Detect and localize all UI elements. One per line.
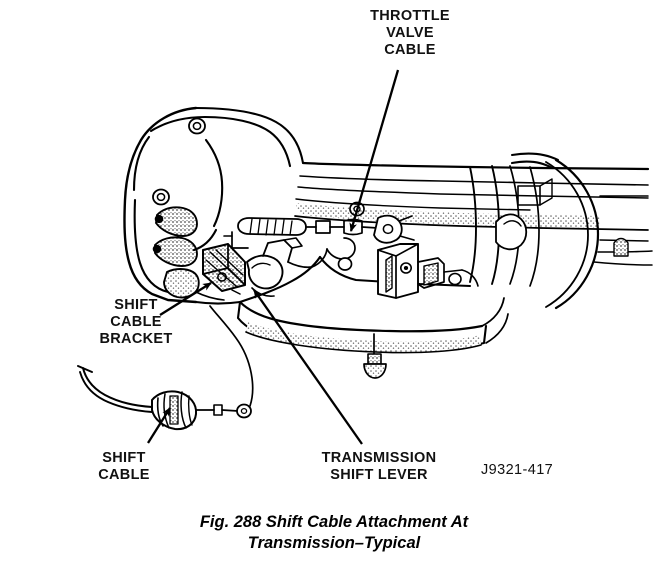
tailshaft-housing [469, 152, 653, 310]
transmission-pan [236, 297, 509, 354]
shift-cable-bracket-part [202, 243, 246, 292]
mount-bracket-right [377, 243, 479, 299]
callout-throttle-valve-cable: THROTTLE VALVE CABLE [370, 8, 450, 58]
figure-caption: Fig. 288 Shift Cable Attachment At Trans… [199, 513, 469, 552]
bracket-hardware [195, 289, 241, 301]
transmission-assembly-group [77, 106, 653, 431]
leader-lines [147, 69, 400, 445]
tv-cable-leader [349, 69, 400, 232]
shift-lever-leader [253, 289, 363, 445]
throttle-valve-rod [223, 201, 415, 249]
callout-shift-cable: SHIFT CABLE [98, 450, 150, 483]
part-number: J9321-417 [481, 462, 554, 478]
shift-cable-leader [147, 407, 171, 444]
bell-housing [123, 106, 305, 305]
bracket-leader [159, 282, 212, 316]
callout-transmission-shift-lever: TRANSMISSION SHIFT LEVER [321, 450, 437, 483]
callout-shift-cable-bracket: SHIFT CABLE BRACKET [99, 297, 173, 347]
shift-lever-part [246, 237, 356, 297]
drain-plug [363, 333, 387, 379]
